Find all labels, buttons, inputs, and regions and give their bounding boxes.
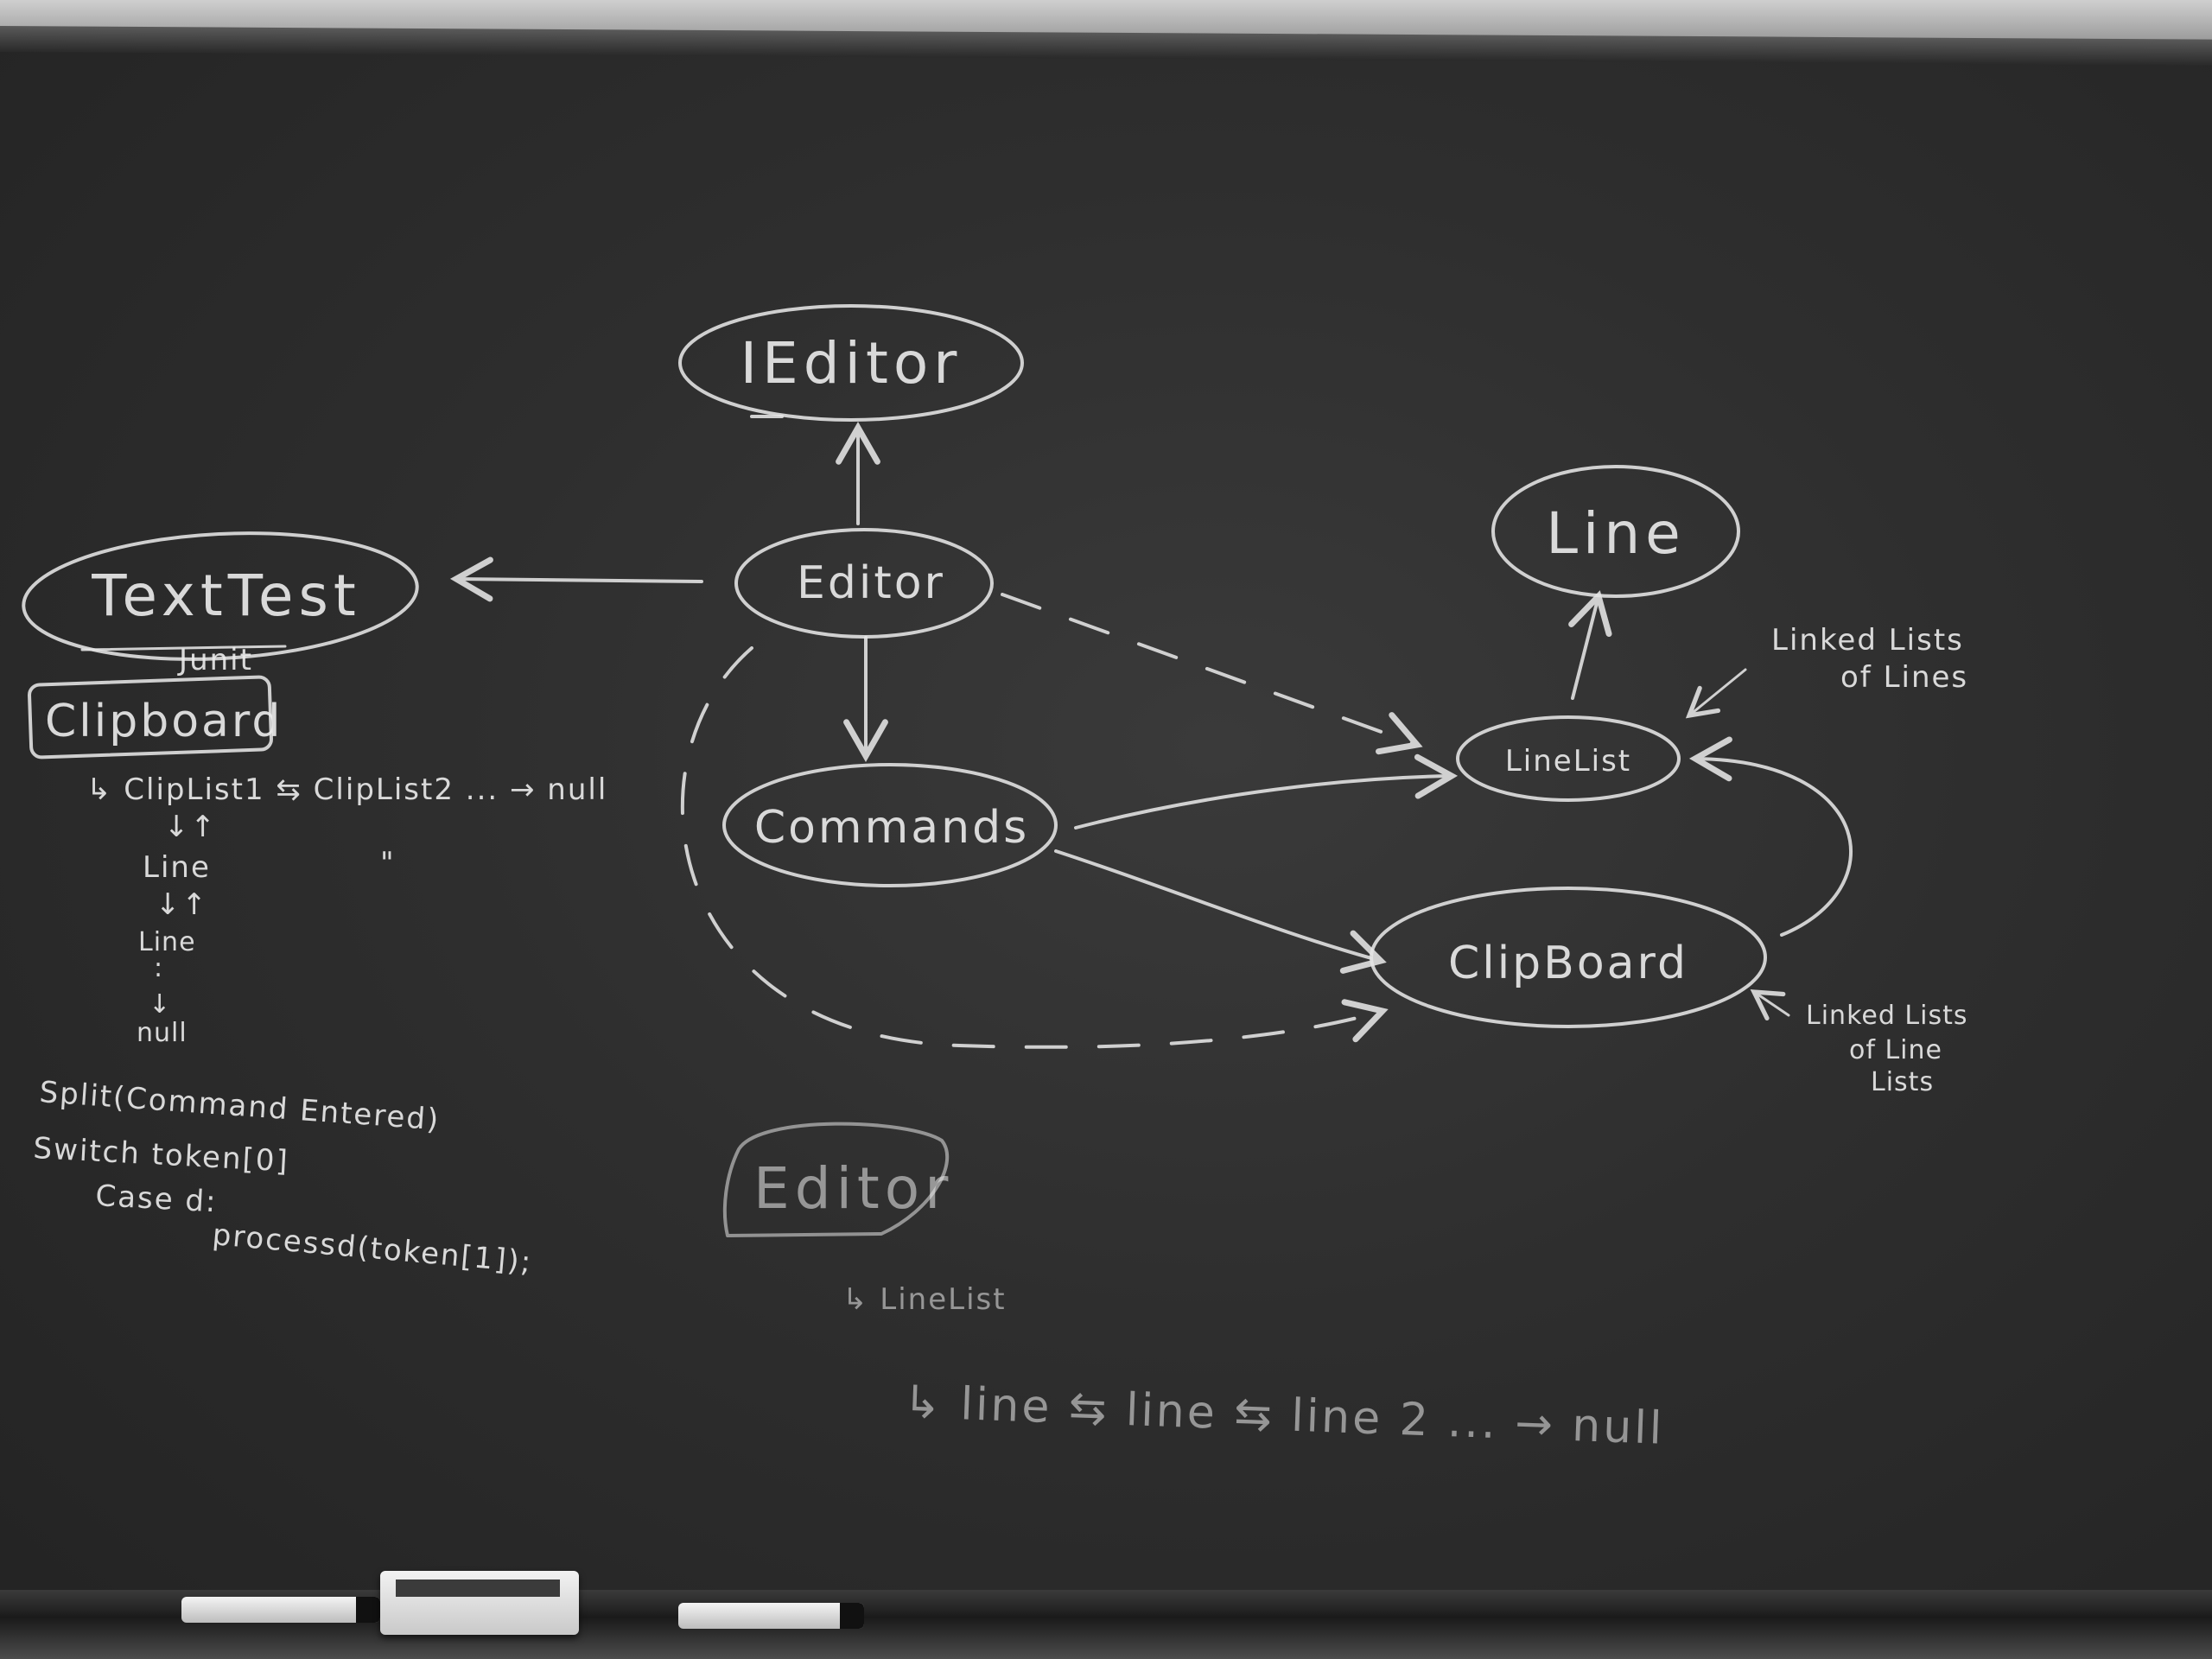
code-line-3: Case d: bbox=[95, 1179, 219, 1219]
bottom-line-chain: ↳ line ⇆ line ⇆ line 2 ... → null bbox=[903, 1376, 1666, 1455]
board-eraser bbox=[380, 1571, 579, 1635]
code-line-4: processd(token[1]); bbox=[211, 1217, 534, 1280]
clipboard-box bbox=[28, 675, 273, 760]
line-ellipse bbox=[1491, 465, 1740, 598]
link-arrows-2: ↓↑ bbox=[156, 887, 208, 922]
clipboard-label: ClipBoard bbox=[1448, 938, 1688, 989]
dry-erase-marker bbox=[181, 1597, 380, 1623]
editor-ellipse bbox=[734, 528, 994, 639]
class-diagram: IEditor Editor TextTest Junit Commands L… bbox=[22, 304, 1968, 1097]
linelist-note-line1: Linked Lists bbox=[1771, 623, 1964, 658]
editor-to-linelist-dashed-arrow bbox=[1001, 593, 1423, 755]
editor-to-clipboard-dashed-arrow bbox=[681, 646, 1389, 1049]
clipboard-box-label: Clipboard bbox=[45, 696, 283, 747]
clipboard-to-linelist-arrow bbox=[1688, 736, 1853, 937]
commands-label: Commands bbox=[754, 802, 1029, 854]
junit-label: Junit bbox=[177, 643, 253, 677]
texttest-ellipse bbox=[22, 531, 419, 661]
line-node-2: Line bbox=[138, 927, 196, 957]
commands-to-linelist-arrow bbox=[1074, 753, 1459, 830]
eraser-label-band bbox=[396, 1580, 560, 1597]
null-label: null bbox=[137, 1018, 188, 1048]
linelist-note-arrow bbox=[1685, 668, 1747, 719]
ieditor-ellipse bbox=[678, 304, 1024, 422]
editor-to-texttest-arrow bbox=[449, 556, 703, 602]
linelist-to-line-arrow bbox=[1568, 590, 1612, 700]
cliplist-row: ↳ ClipList1 ⇆ ClipList2 ... → null bbox=[86, 772, 607, 807]
left-notes: Clipboard ↳ ClipList1 ⇆ ClipList2 ... → … bbox=[28, 675, 607, 1280]
link-arrows-1: ↓↑ bbox=[164, 810, 217, 844]
bottom-editor-label: Editor bbox=[753, 1155, 953, 1222]
line-label: Line bbox=[1546, 500, 1686, 567]
code-line-1: Split(Command Entered) bbox=[38, 1075, 441, 1137]
line-node-1: Line bbox=[143, 850, 211, 885]
dry-erase-marker-2 bbox=[678, 1603, 864, 1629]
clipboard-note-line3: Lists bbox=[1871, 1067, 1934, 1097]
bottom-linelist-label: ↳ LineList bbox=[842, 1282, 1007, 1317]
linelist-label: LineList bbox=[1505, 744, 1631, 779]
linelist-note-line2: of Lines bbox=[1840, 660, 1968, 695]
commands-ellipse bbox=[722, 763, 1058, 887]
clipboard-note-arrow bbox=[1750, 989, 1790, 1020]
texttest-underline bbox=[80, 645, 287, 652]
ditto-mark: " bbox=[380, 846, 396, 880]
down-arrow: ↓ bbox=[149, 989, 171, 1020]
code-line-2: Switch token[0] bbox=[33, 1131, 290, 1179]
marker-cap bbox=[356, 1597, 380, 1623]
clipboard-note-line1: Linked Lists bbox=[1806, 1001, 1967, 1031]
texttest-label: TextTest bbox=[91, 563, 360, 629]
ieditor-label: IEditor bbox=[741, 330, 963, 397]
continuation-dots: : bbox=[154, 953, 163, 983]
commands-to-clipboard-arrow bbox=[1054, 849, 1387, 974]
clipboard-note-line2: of Line bbox=[1849, 1035, 1942, 1065]
editor-label: Editor bbox=[797, 557, 945, 609]
bottom-editor-shape bbox=[722, 1122, 950, 1237]
bottom-notes: Editor ↳ LineList ↳ line ⇆ line ⇆ line 2… bbox=[722, 1122, 1666, 1455]
marker-cap-2 bbox=[840, 1603, 864, 1629]
